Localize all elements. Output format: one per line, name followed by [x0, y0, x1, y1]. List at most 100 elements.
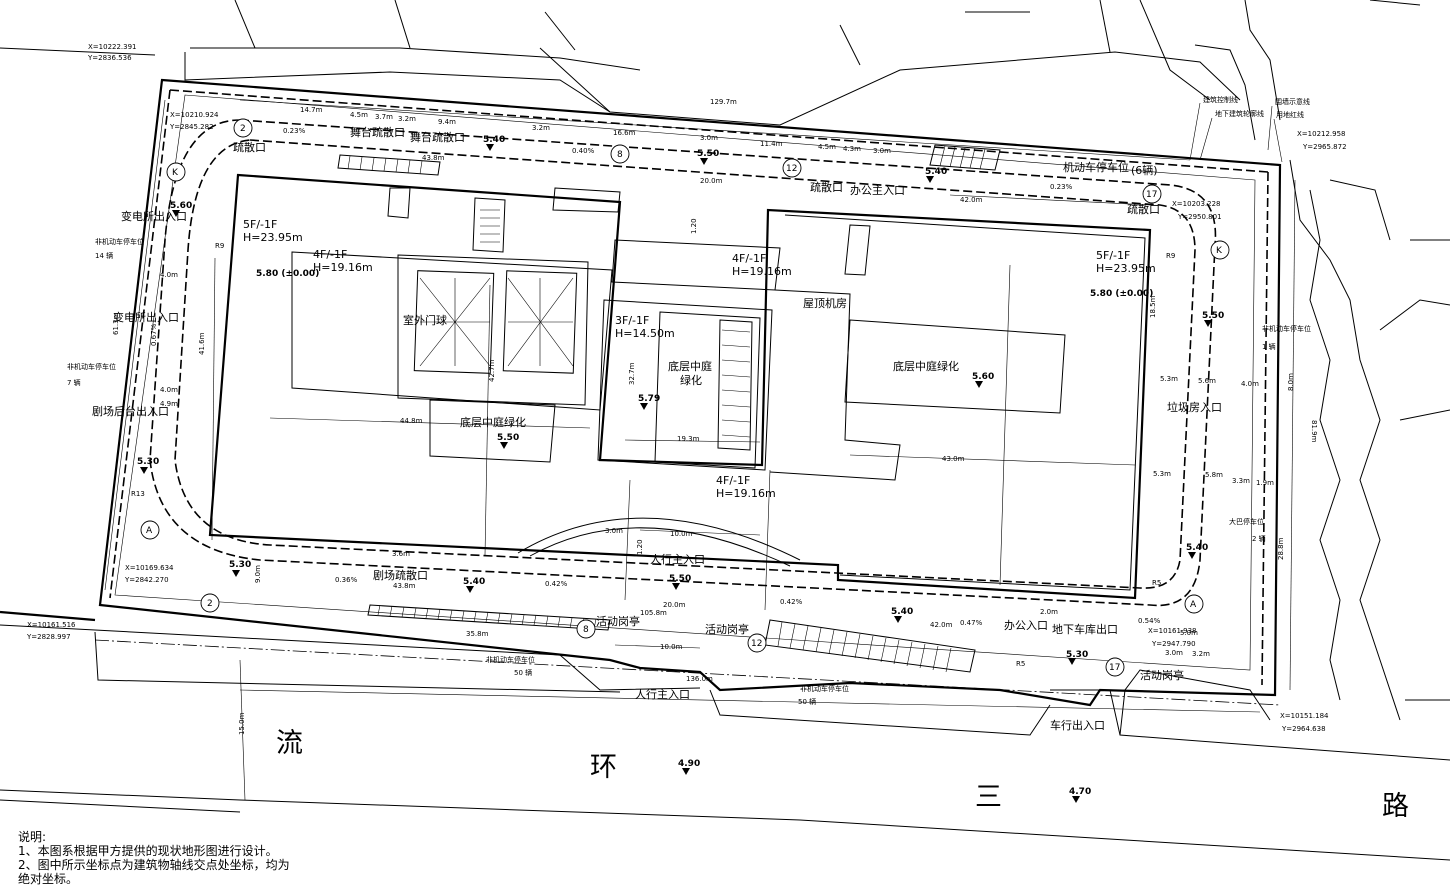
dim-vert: 41.6m: [198, 332, 206, 355]
dim: 9.4m: [438, 118, 456, 126]
building-labels: 5F/-1F H=23.95m 5.80 (±0.00) 4F/-1F H=19…: [243, 218, 1156, 500]
axis-2-bottom: [200, 593, 220, 613]
radius: R9: [1166, 252, 1175, 260]
elevation-marks: [140, 144, 1212, 803]
axis-17-top: [1142, 184, 1162, 204]
axis-label: 17: [1109, 663, 1120, 673]
slope: 0.42%: [545, 580, 568, 588]
axis-label: 12: [751, 639, 762, 649]
dim: 14.7m: [300, 106, 323, 114]
elev: 5.79: [638, 394, 660, 404]
west-floors: 5F/-1F: [243, 218, 277, 231]
coord-sw-x: X=10161.516: [27, 621, 76, 629]
nonmotor-west-2-count: 7 辆: [67, 378, 81, 387]
dim: 44.8m: [400, 417, 423, 425]
dim: 5.3m: [1153, 470, 1171, 478]
axis-17-bottom: [1105, 657, 1125, 677]
elev: 5.40: [891, 607, 913, 617]
elev: 5.30: [1066, 650, 1088, 660]
axis-a-west: [140, 520, 160, 540]
courtyard-mid-label: 底层中庭: [668, 359, 712, 373]
dim: 20.0m: [663, 601, 686, 609]
dim: 4.0m: [1241, 380, 1259, 388]
dim-vert: 81.9m: [1310, 420, 1318, 443]
legend-control: 建筑控制线: [1203, 95, 1238, 104]
dim: 43.0m: [942, 455, 965, 463]
center-bottom-floors: 4F/-1F: [716, 474, 750, 487]
center-bottom-height: H=19.16m: [716, 487, 776, 500]
dim: 3.0m: [1165, 649, 1183, 657]
dim: 4.9m: [160, 400, 178, 408]
pedestrian-main-label: 人行主入口: [635, 688, 690, 701]
east-elev: 5.80 (±0.00): [1090, 289, 1153, 299]
nonmotor-south-2-count: 50 辆: [798, 697, 816, 706]
site-boundary: [98, 78, 1282, 707]
dim-vert: 1.20: [690, 218, 698, 234]
coord-ne2-x: X=10203.228: [1172, 200, 1221, 208]
elev: 5.40: [1186, 543, 1208, 553]
dim: 3.7m: [375, 113, 393, 121]
dim-vert: 1.20: [636, 539, 644, 555]
legend-redline: 用地红线: [1276, 110, 1304, 119]
radius-values: R9 R13 R5 R5 R9: [131, 242, 1175, 668]
road-char-2: 环: [590, 752, 617, 783]
elev: 5.50: [669, 574, 691, 584]
west-inner-height: H=19.16m: [313, 261, 373, 274]
axis-label: K: [172, 168, 179, 178]
coord-se-y: Y=2964.638: [1281, 725, 1326, 733]
slope: 0.23%: [283, 127, 306, 135]
nonmotor-south-1-count: 50 辆: [514, 668, 532, 677]
notes: 说明: 1、本图系根据甲方提供的现状地形图进行设计。 2、图中所示坐标点为建筑物…: [18, 830, 290, 886]
stage-exit-label: 舞台疏散口: [350, 125, 405, 139]
axis-label: 17: [1146, 190, 1157, 200]
coord-sw2-x: X=10169.634: [125, 564, 174, 572]
dim: 136.0m: [686, 675, 713, 683]
road-name: 流 环 三 路: [276, 728, 1409, 822]
building-east: [552, 187, 1146, 591]
axis-12-bottom: [747, 633, 767, 653]
coordinates: X=10222.391 Y=2836.536 X=10210.924 Y=284…: [26, 43, 1347, 733]
dim: 43.8m: [393, 582, 416, 590]
axis-label: A: [146, 526, 153, 536]
elev: 4.70: [1069, 787, 1091, 797]
dim: 2.0m: [1040, 608, 1058, 616]
evac-nw-label: 疏散口: [233, 140, 266, 154]
courtyard-mid-label-2: 绿化: [680, 373, 702, 387]
dim-vert: 8.0m: [1287, 373, 1295, 391]
coord-sw-y: Y=2828.997: [26, 633, 71, 641]
dim: 42.0m: [960, 196, 983, 204]
nonmotor-west-1-count: 14 辆: [95, 251, 113, 260]
legend: 建筑控制线 地下建筑轮廓线 围墙示意线 用地红线: [1189, 95, 1310, 163]
east-height: H=23.95m: [1096, 262, 1156, 275]
elev: 5.40: [925, 167, 947, 177]
slope: 0.23%: [1050, 183, 1073, 191]
dimension-lines: [104, 99, 1296, 713]
evac-top-label: 疏散口: [810, 180, 843, 194]
coord-se-x: X=10151.184: [1280, 712, 1329, 720]
coord-ne-y: Y=2965.872: [1302, 143, 1347, 151]
radius: R13: [131, 490, 145, 498]
dimension-values: 129.7m 14.7m 4.5m 3.7m 3.2m 9.4m 3.2m 16…: [112, 98, 1318, 735]
dim-vert: 61.3m: [112, 312, 120, 335]
elev: 5.50: [697, 149, 719, 159]
roof-room-label: 屋顶机房: [803, 296, 847, 310]
road-char-1: 流: [276, 728, 303, 759]
legend-wall: 围墙示意线: [1275, 97, 1310, 106]
dim-vert: 18.5m: [1149, 295, 1157, 318]
dim: 4.5m: [818, 143, 836, 151]
nonmotor-east-count: 1 辆: [1262, 342, 1276, 351]
slope: 0.67%: [150, 323, 158, 346]
axis-markers: [140, 118, 1230, 677]
kiosk-3: 活动岗亭: [1140, 668, 1184, 682]
west-elev: 5.80 (±0.00): [256, 269, 319, 279]
dim: 5.3m: [1160, 375, 1178, 383]
coord-nw-y: Y=2836.536: [87, 54, 132, 62]
bus-parking-count: 2 辆: [1252, 534, 1266, 543]
center-mid-floors: 3F/-1F: [615, 314, 649, 327]
center-top-height: H=19.16m: [732, 265, 792, 278]
axis-label: 8: [617, 150, 623, 160]
dim: 4.3m: [843, 145, 861, 153]
nonmotor-east: 非机动车停车位: [1262, 324, 1311, 333]
elev: 5.40: [483, 135, 505, 145]
